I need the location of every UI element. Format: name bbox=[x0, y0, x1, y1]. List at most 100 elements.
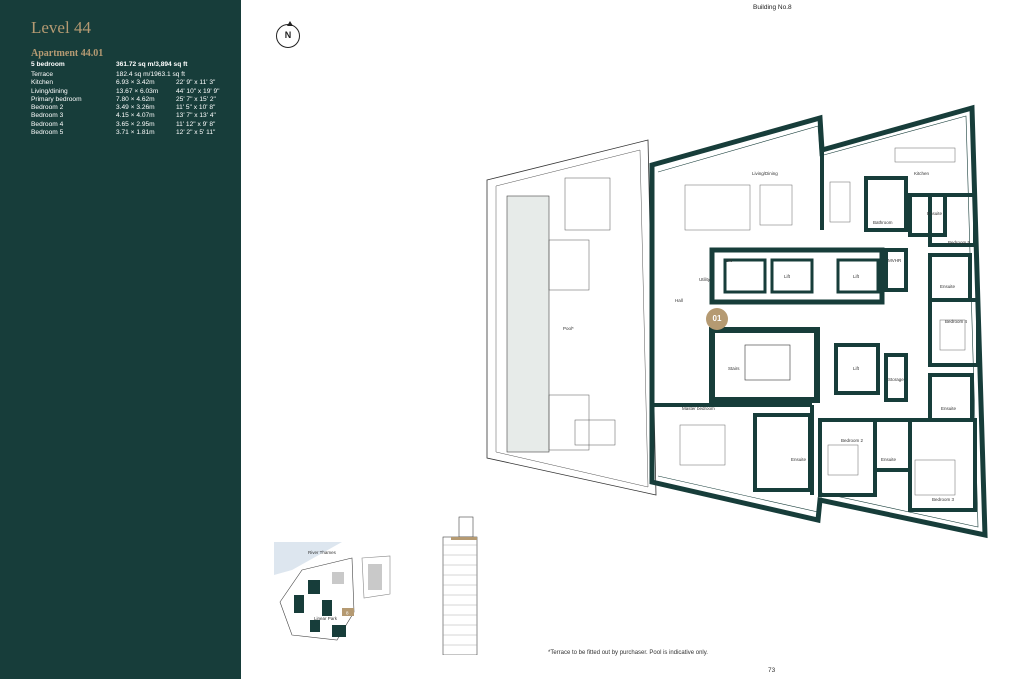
spec-bedroom-count: 5 bedroom bbox=[31, 61, 65, 68]
ensuite-label: Ensuite bbox=[791, 457, 807, 462]
spec-metric: 3.71 × 1.81m bbox=[116, 129, 155, 137]
spec-imperial: 11' 5" x 10' 8" bbox=[176, 104, 216, 112]
ensuite-label: Ensuite bbox=[927, 211, 943, 216]
terrace-inner-outline bbox=[495, 149, 649, 488]
ensuite-bed2 bbox=[873, 418, 912, 472]
spec-metric: 182.4 sq m/1963.1 sq ft bbox=[116, 71, 185, 78]
lift-label: Lift bbox=[853, 274, 860, 279]
master-bed bbox=[679, 424, 726, 466]
tower-body bbox=[442, 536, 478, 655]
unit-marker: 01 bbox=[706, 308, 728, 330]
spec-row: Bedroom 4 3.65 × 2.95m 11' 12" x 9' 8" bbox=[31, 121, 220, 129]
apartment-title: Apartment 44.01 bbox=[31, 48, 104, 59]
mvhr-label: MVHR bbox=[888, 258, 902, 263]
lift-label: Lift bbox=[853, 366, 860, 371]
lift-3 bbox=[836, 258, 880, 294]
hall-label: Hall bbox=[675, 298, 683, 303]
spec-metric: 3.65 × 2.95m bbox=[116, 120, 155, 128]
plot-number: 8 bbox=[346, 611, 349, 616]
storage-room bbox=[884, 353, 908, 402]
ensuite-mid bbox=[928, 253, 972, 302]
ensuite-lower bbox=[928, 373, 974, 422]
terrace-outline bbox=[486, 139, 657, 496]
footnote: *Terrace to be fitted out by purchaser. … bbox=[548, 650, 708, 656]
spec-metric: 3.49 × 3.26m bbox=[116, 104, 155, 112]
ensuite-top bbox=[908, 193, 947, 237]
master-ensuite bbox=[753, 413, 812, 492]
terrace-planter-bottom bbox=[574, 419, 616, 446]
lift-label: Lift bbox=[784, 274, 791, 279]
bedroom-5-label: Bedroom 5 bbox=[948, 240, 971, 245]
spec-metric: 7.80 × 4.62m bbox=[116, 95, 155, 103]
pool-steps-lower bbox=[548, 394, 590, 451]
building-label: Building No.8 bbox=[753, 4, 792, 11]
spec-room: Living/dining bbox=[31, 87, 68, 95]
stair-flight bbox=[744, 344, 791, 381]
spec-metric: 6.93 × 3.42m bbox=[116, 79, 155, 87]
spec-room: Bedroom 4 bbox=[31, 120, 64, 128]
spec-imperial: 13' 7" x 13' 4" bbox=[176, 112, 216, 120]
compass-pointer bbox=[287, 21, 293, 26]
lift-lobby bbox=[709, 247, 885, 305]
building-block bbox=[322, 600, 332, 616]
bathroom-label: Bathroom bbox=[873, 220, 893, 225]
armchair bbox=[759, 184, 793, 226]
bed-2 bbox=[827, 444, 859, 476]
spec-room: Bedroom 5 bbox=[31, 129, 64, 137]
spec-row: Bedroom 5 3.71 × 1.81m 12' 2" x 5' 11" bbox=[31, 129, 220, 137]
sidebar-panel: Level 44 Apartment 44.01 5 bedroom 361.7… bbox=[0, 0, 241, 679]
utility-label: Utility bbox=[699, 277, 711, 282]
bedroom-3-walls bbox=[908, 418, 977, 512]
floor-lines bbox=[443, 544, 477, 646]
pool-steps-upper bbox=[548, 239, 590, 291]
bedroom-3-label: Bedroom 3 bbox=[932, 497, 955, 502]
site-outline bbox=[279, 557, 355, 641]
building-block bbox=[332, 625, 346, 637]
bedroom-5-walls bbox=[928, 193, 977, 247]
tower-elevation bbox=[442, 516, 478, 655]
building-block bbox=[308, 580, 320, 594]
building-block bbox=[368, 564, 382, 590]
bed-3 bbox=[914, 459, 956, 496]
storage-label: Storage bbox=[888, 377, 904, 382]
adjacent-site bbox=[361, 555, 391, 599]
lift-1 bbox=[723, 258, 767, 294]
spec-imperial: 22' 9" x 11' 3" bbox=[176, 79, 216, 87]
pool-area bbox=[506, 195, 550, 453]
lift-4 bbox=[834, 343, 880, 395]
compass-letter: N bbox=[284, 30, 292, 40]
bedroom-4-label: Bedroom 4 bbox=[945, 319, 968, 324]
ensuite-label: Ensuite bbox=[941, 406, 957, 411]
terrace-planter-top bbox=[564, 177, 611, 231]
building-block bbox=[310, 620, 320, 632]
spec-room: Primary bedroom bbox=[31, 95, 82, 103]
ensuite-label: Ensuite bbox=[881, 457, 897, 462]
spec-room: Kitchen bbox=[31, 79, 53, 87]
building-block bbox=[332, 572, 344, 584]
spec-imperial: 44' 10" x 19' 9" bbox=[176, 87, 220, 95]
spec-imperial: 12' 2" x 5' 11" bbox=[176, 129, 216, 137]
kitchen-label: Kitchen bbox=[914, 171, 930, 176]
apartment-outer-wall bbox=[649, 104, 988, 539]
level-title: Level 44 bbox=[31, 18, 91, 37]
spec-row: Kitchen 6.93 × 3.42m 22' 9" x 11' 3" bbox=[31, 79, 220, 87]
building-block bbox=[294, 595, 304, 613]
pool-label: Pool* bbox=[563, 326, 574, 331]
glazing-line bbox=[657, 115, 979, 528]
bedroom-2-label: Bedroom 2 bbox=[841, 438, 864, 443]
kitchen-island bbox=[894, 147, 956, 163]
ensuite-label: Ensuite bbox=[940, 284, 956, 289]
spec-room: Bedroom 2 bbox=[31, 104, 64, 112]
lift-label: Lift bbox=[726, 258, 733, 263]
room-spec-table: 5 bedroom 361.72 sq m/3,894 sq ft Terrac… bbox=[31, 61, 220, 137]
spec-imperial: 11' 12" x 9' 8" bbox=[176, 120, 216, 128]
master-bedroom-label: Master bedroom bbox=[682, 406, 715, 411]
stairs-label: Stairs bbox=[728, 366, 740, 371]
spec-row: Bedroom 2 3.49 × 3.26m 11' 5" x 10' 8" bbox=[31, 104, 220, 112]
bedroom-4-walls bbox=[928, 298, 980, 367]
river-label: River Thames bbox=[308, 550, 337, 555]
